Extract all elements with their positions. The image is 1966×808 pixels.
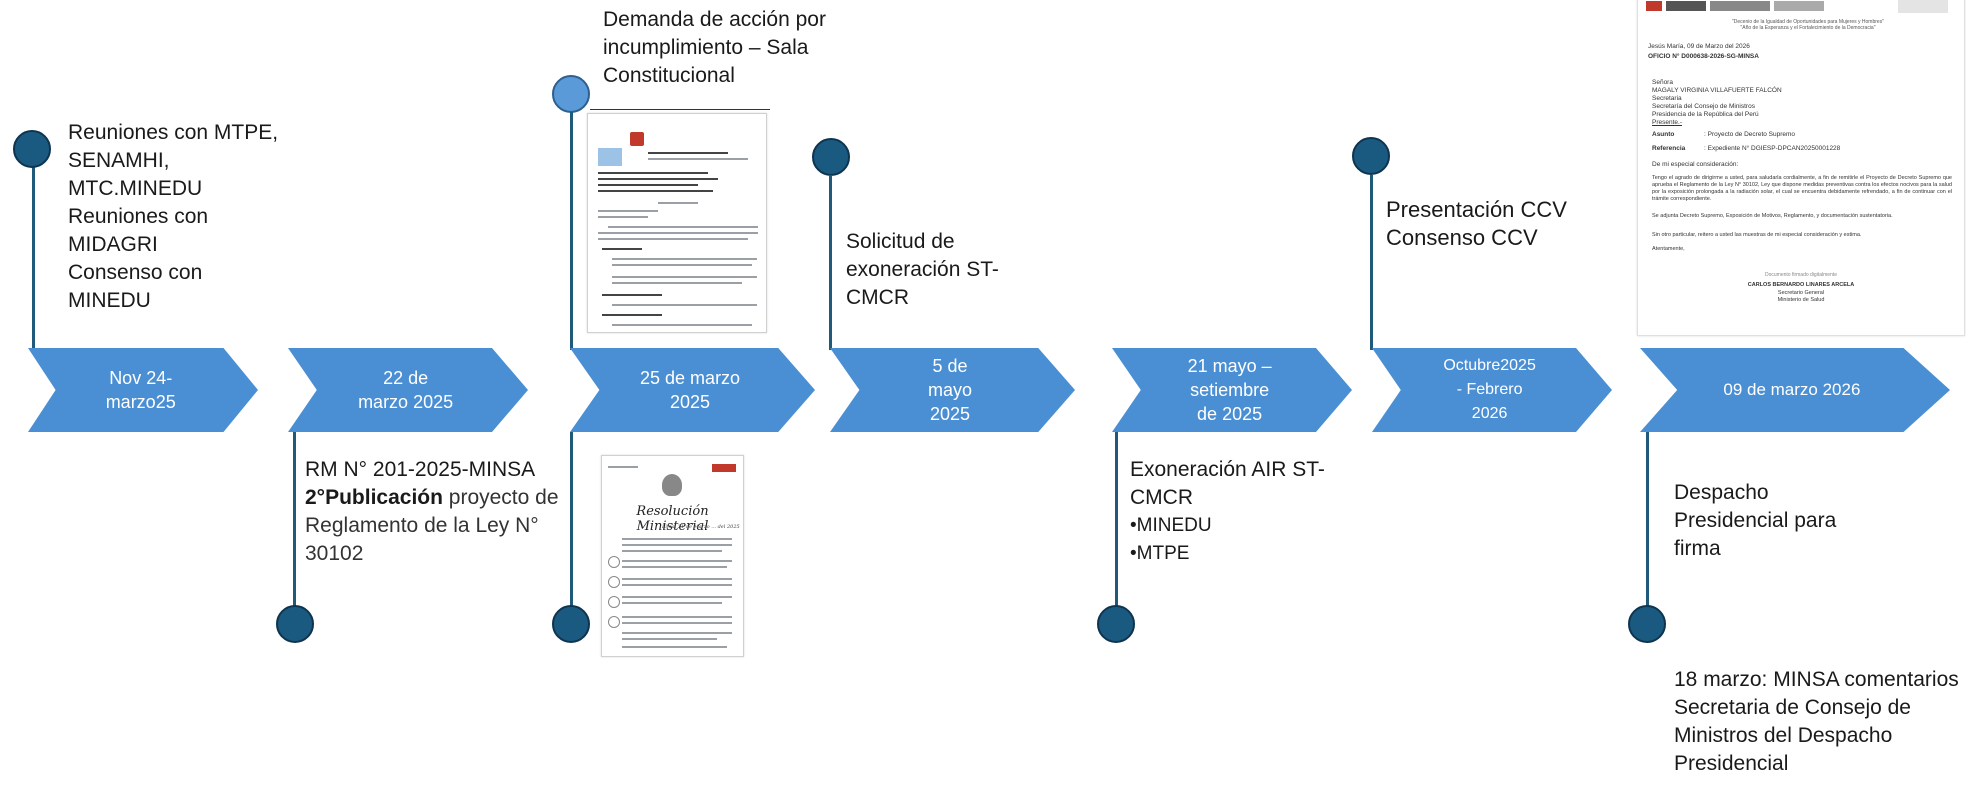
milestone-6-text: Presentación CCV Consenso CCV [1386,196,1606,252]
timeline-step-4: 5 de mayo 2025 [830,348,1075,432]
resolution-document-thumbnail: Resolución Ministerial Lima, 21 de Marzo… [601,455,744,657]
separator-line [590,109,770,110]
step-date: 25 de marzo 2025 [640,368,741,412]
milestone-7-top-text: Despacho Presidencial para firma [1674,481,1837,560]
court-document-thumbnail [587,113,767,333]
step-date: 5 de mayo 2025 [928,356,973,424]
timeline-step-5: 21 mayo – setiembre de 2025 [1112,348,1352,432]
step-date: 09 de marzo 2026 [1723,380,1861,399]
timeline-step-3: 25 de marzo 2025 [570,348,815,432]
milestone-7-bottom-text: 18 marzo: MINSA comentarios Secretaria d… [1674,668,1959,775]
meetings-line-3: Consenso con MINEDU [68,261,203,312]
timeline-node [1097,605,1135,643]
connector-line [32,150,35,350]
milestone-2-text: RM N° 201-2025-MINSA 2°Publicación proye… [305,456,565,568]
timeline-node [552,605,590,643]
timeline-node [1628,605,1666,643]
oficio-number: OFICIO N° D000638-2026-SG-MINSA [1648,53,1759,60]
connector-line [1370,175,1373,350]
step-date: 22 de marzo 2025 [358,368,454,412]
timeline-step-2: 22 de marzo 2025 [288,348,528,432]
bullet-item: •MINEDU [1130,515,1212,536]
timeline-node [812,138,850,176]
ccv-consensus: Consenso CCV [1386,225,1538,250]
milestone-1-text: Reuniones con MTPE, SENAMHI, MTC.MINEDU … [68,119,283,315]
connector-line [570,112,573,350]
connector-line [1646,432,1649,617]
milestone-3-text: Demanda de acción por incumplimiento – S… [603,8,826,87]
step-date: Nov 24- marzo25 [105,368,176,412]
step-date: 21 mayo – setiembre de 2025 [1187,356,1272,424]
connector-line [570,432,573,617]
resolution-title: Resolución Ministerial [636,504,709,534]
timeline-step-1: Nov 24- marzo25 [28,348,258,432]
bullet-item: •MTPE [1130,543,1190,564]
milestone-5-text: Exoneración AIR ST-CMCR •MINEDU •MTPE [1130,456,1330,568]
header-quote: "Decenio de la Igualdad de Oportunidades… [1732,19,1884,31]
timeline-node [13,130,51,168]
place-date: Jesús María, 09 de Marzo del 2026 [1648,43,1750,50]
timeline-node [552,75,590,113]
timeline-node [1352,137,1390,175]
exoneration-title: Exoneración AIR ST-CMCR [1130,458,1325,509]
meetings-line-1: Reuniones con MTPE, SENAMHI, MTC.MINEDU [68,121,279,200]
milestone-4-text: Solicitud de exoneración ST-CMCR [846,230,999,309]
timeline-step-6: Octubre2025 - Febrero 2026 [1372,348,1612,432]
step-date: Octubre2025 - Febrero 2026 [1443,357,1536,422]
connector-line [829,175,832,350]
recipient-block: Señora MAGALY VIRGINIA VILLAFUERTE FALCÓ… [1652,79,1782,126]
timeline-node [276,605,314,643]
ccv-presentation: Presentación CCV [1386,197,1567,222]
meetings-line-2: Reuniones con MIDAGRI [68,205,209,256]
oficio-document-thumbnail: "Decenio de la Igualdad de Oportunidades… [1637,0,1965,336]
connector-line [1115,432,1118,617]
publication-text: 2°Publicación proyecto de Reglamento de … [305,486,559,565]
resolution-date: Lima, 21 de Marzo ... del 2025 [662,524,740,530]
rm-number: RM N° 201-2025-MINSA [305,458,536,481]
timeline-step-7: 09 de marzo 2026 [1640,348,1950,432]
connector-line [293,432,296,617]
